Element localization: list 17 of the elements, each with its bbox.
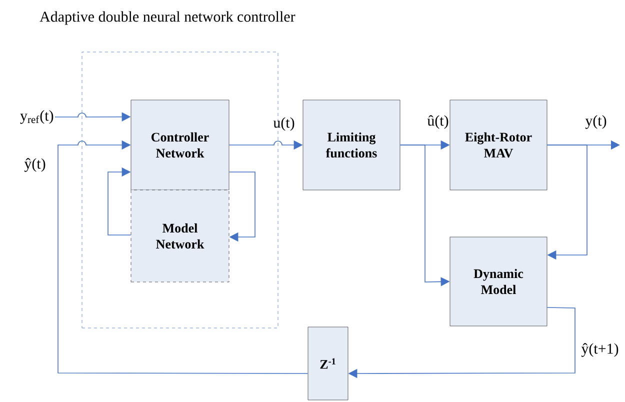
model-box: Model Network [130,190,230,282]
process-box: Limiting functions [302,100,400,190]
signal-label: ŷ(t) [24,158,46,172]
node-label: Adaptive double neural network controller [40,11,296,25]
signal-label: u(t) [273,117,294,131]
signal-label: û(t) [427,115,448,129]
arrow [228,172,256,242]
signal-label: y(t) [585,115,606,129]
controller-box: Controller Network [130,100,230,190]
arrow [546,144,588,260]
arrow [108,167,132,236]
signal-label: y$_{ref}$(t) [20,110,54,124]
signal-label: ŷ(t+1) [581,343,618,357]
arrow [58,140,308,374]
plant-box: Eight-Rotor MAV [450,100,548,190]
delay-box: Z$^{-1}$ [308,326,348,400]
model-box: Dynamic Model [450,236,548,326]
